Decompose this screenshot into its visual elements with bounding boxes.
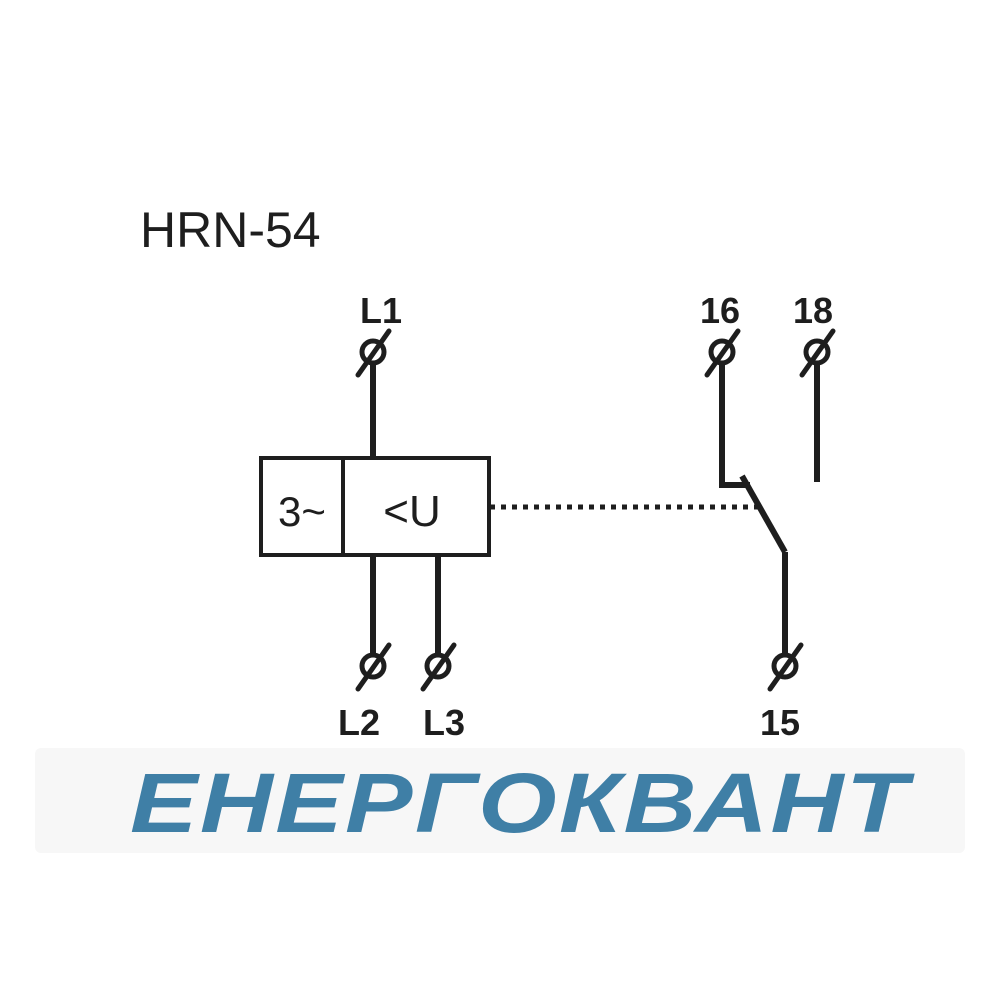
relay-block	[259, 456, 491, 557]
terminal-label-l3: L3	[423, 702, 465, 743]
terminal-label-15: 15	[760, 702, 800, 743]
terminal-label-l1: L1	[360, 290, 402, 331]
terminal-label-16: 16	[700, 290, 740, 331]
terminal-label-l2: L2	[338, 702, 380, 743]
switch-contact	[739, 474, 788, 554]
undervoltage-label: <U	[383, 487, 440, 536]
phase-label: 3~	[278, 488, 326, 535]
terminal-label-18: 18	[793, 290, 833, 331]
terminal-l3-icon	[420, 642, 457, 692]
terminal-18-icon	[799, 328, 836, 378]
terminal-16-icon	[704, 328, 741, 378]
terminal-15-icon	[767, 642, 804, 692]
energokvant-logo: ЕНЕРГОКВАНТ	[130, 756, 916, 850]
terminal-l1-icon	[355, 328, 392, 378]
logo-band	[35, 748, 965, 853]
wire-16	[719, 358, 750, 488]
terminal-l2-icon	[355, 642, 392, 692]
diagram-title: HRN-54	[140, 202, 321, 258]
